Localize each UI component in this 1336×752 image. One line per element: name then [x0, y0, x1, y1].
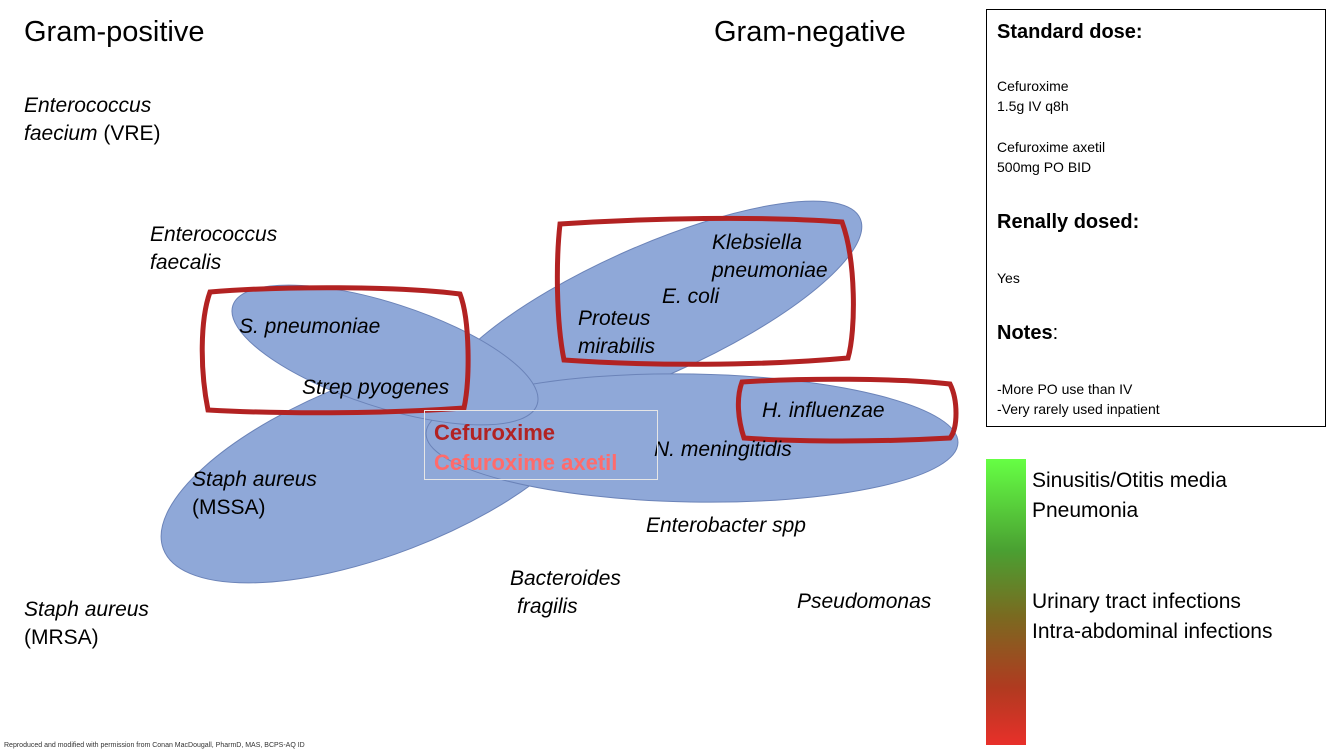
drug-label-box [424, 410, 658, 480]
resistance-label: (MSSA) [192, 496, 266, 519]
h-influenzae-highlight-box [735, 376, 959, 444]
organism-label: Staph aureus [24, 598, 149, 621]
organism-label: Staph aureus [192, 468, 317, 491]
organism-pseudomonas: Pseudomonas [797, 590, 932, 613]
organism-label: Proteus [578, 307, 651, 330]
drug-cefuroxime-iv: Cefuroxime [434, 420, 556, 445]
renal-dosing-value: Yes [997, 270, 1020, 286]
organism-enterobacter: Enterobacter spp [646, 514, 806, 537]
gram-positive-header: Gram-positive [24, 16, 205, 48]
indication-red-2: Intra-abdominal infections [1032, 620, 1273, 643]
organism-staph-aureus-mssa: Staph aureus (MSSA) [192, 466, 317, 522]
organism-enterococcus-faecium: Enterococcus faecium (VRE) [24, 92, 161, 148]
gram-negative-header: Gram-negative [714, 16, 906, 48]
organism-staph-aureus-mrsa: Staph aureus (MRSA) [24, 596, 149, 652]
notes-heading: Notes: [997, 322, 1058, 345]
organism-strep-pyogenes: Strep pyogenes [302, 376, 450, 399]
enteric-highlight-box [554, 215, 856, 367]
indication-green-1: Sinusitis/Otitis media [1032, 469, 1227, 492]
organism-h-influenzae: H. influenzae [762, 399, 885, 422]
organism-s-pneumoniae: S. pneumoniae [239, 315, 381, 338]
strep-highlight-box [199, 285, 471, 416]
dose-po-regimen: 500mg PO BID [997, 159, 1092, 175]
note-item: -More PO use than IV [997, 381, 1133, 397]
organism-proteus-mirabilis: Proteus mirabilis [578, 305, 655, 361]
organism-label: faecium [24, 122, 98, 145]
organism-bacteroides-fragilis: Bacteroides fragilis [510, 565, 621, 621]
organism-label: pneumoniae [712, 259, 828, 282]
organism-label: Bacteroides [510, 567, 621, 590]
indication-gradient-bar [986, 459, 1026, 745]
organism-label: Enterococcus [24, 94, 152, 117]
drug-cefuroxime-axetil-po: Cefuroxime axetil [434, 450, 618, 475]
note-item: -Very rarely used inpatient [997, 401, 1160, 417]
standard-dose-heading: Standard dose: [997, 21, 1143, 43]
resistance-label: (MRSA) [24, 626, 99, 649]
organism-label: Klebsiella [712, 231, 802, 254]
organism-klebsiella-pneumoniae: Klebsiella pneumoniae [712, 229, 828, 285]
streptococci-ellipse [231, 284, 539, 426]
organism-label: Enterococcus [150, 223, 278, 246]
respiratory-gram-negative-ellipse [425, 373, 959, 503]
indication-red-1: Urinary tract infections [1032, 590, 1241, 613]
organism-label: mirabilis [578, 335, 656, 358]
resistance-label: (VRE) [103, 122, 161, 145]
organism-e-coli: E. coli [662, 285, 720, 308]
organism-n-meningitidis: N. meningitidis [654, 438, 792, 461]
dose-iv-regimen: 1.5g IV q8h [997, 98, 1069, 114]
notes-heading-colon: : [1052, 322, 1059, 344]
dose-po-name: Cefuroxime axetil [997, 139, 1106, 155]
attribution-footer: Reproduced and modified with permission … [4, 742, 305, 749]
dosing-info-panel: Standard dose: Cefuroxime 1.5g IV q8h Ce… [986, 9, 1326, 427]
notes-heading-text: Notes [997, 322, 1053, 344]
organism-label: fragilis [517, 595, 578, 618]
indication-green-2: Pneumonia [1032, 499, 1139, 522]
renal-dosing-heading: Renally dosed: [997, 211, 1140, 233]
dose-iv-name: Cefuroxime [997, 78, 1069, 94]
organism-label: faecalis [150, 251, 222, 274]
organism-enterococcus-faecalis: Enterococcus faecalis [150, 221, 277, 277]
